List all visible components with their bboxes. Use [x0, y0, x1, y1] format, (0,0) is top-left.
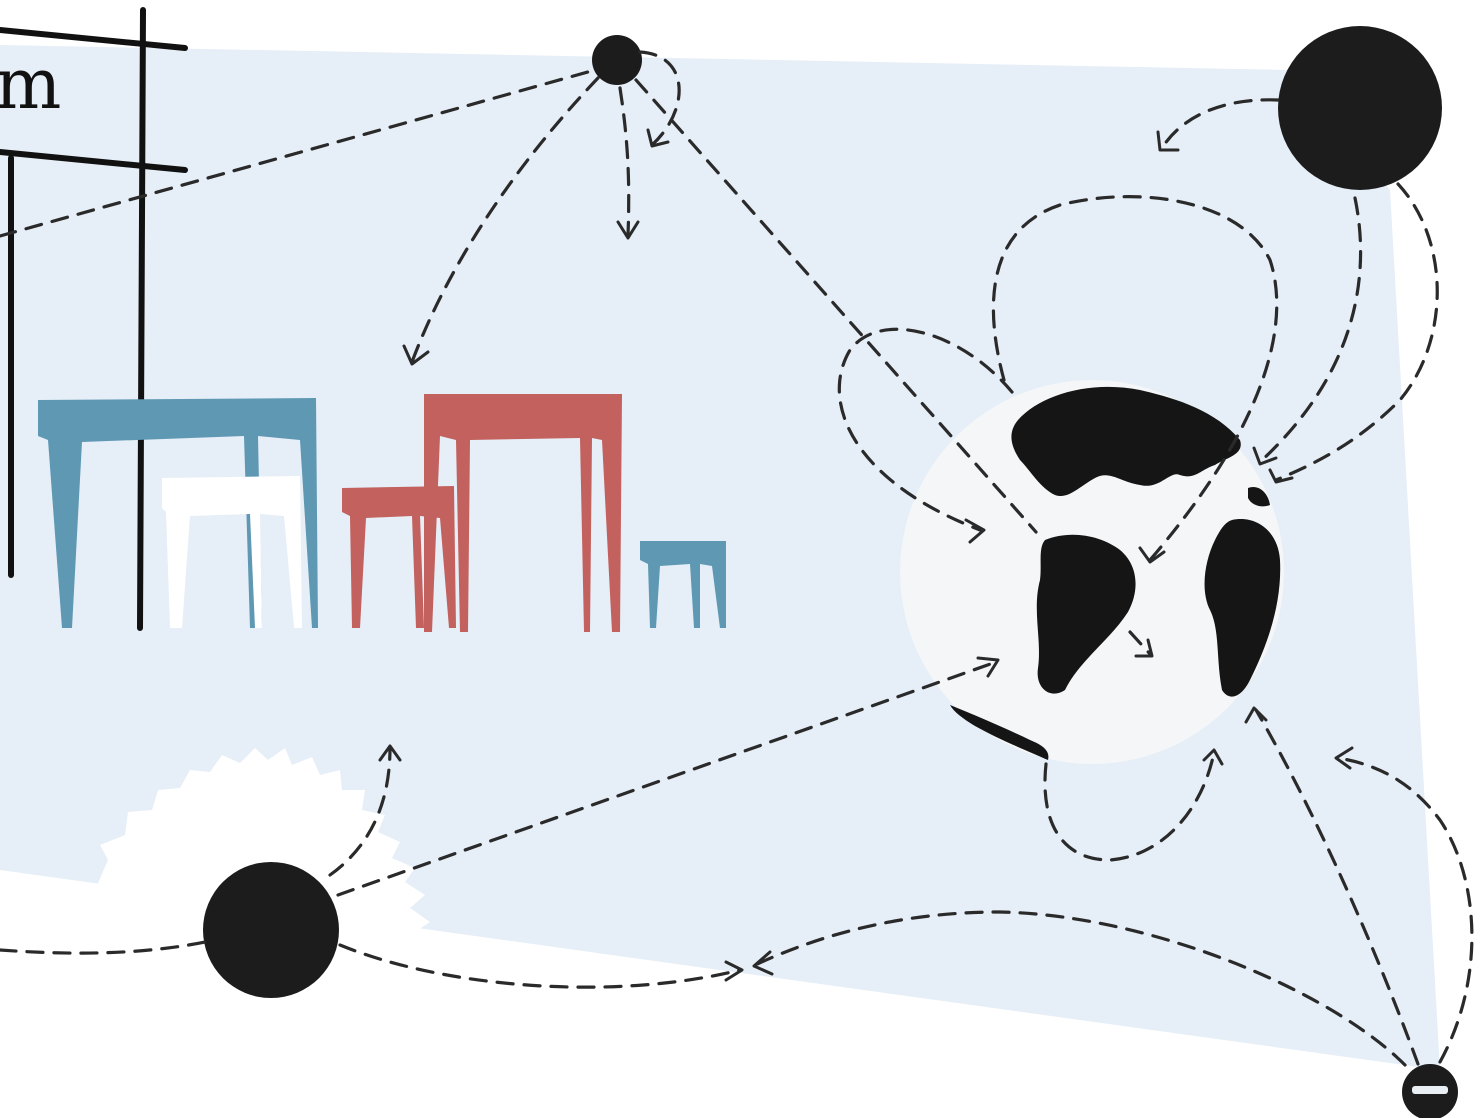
- table-icon: [38, 398, 318, 628]
- sign-frame: m: [0, 7, 188, 631]
- stool-icon: [162, 476, 302, 628]
- stool-icon: [640, 541, 726, 628]
- sign-letter: m: [0, 43, 61, 125]
- node-dot-mark: [1412, 1086, 1448, 1094]
- node-dot: [203, 862, 339, 998]
- starburst-shape: [95, 748, 430, 975]
- arrow-icon: [378, 128, 1354, 982]
- stool-icon: [342, 486, 456, 628]
- globe-icon: [900, 380, 1284, 764]
- connection-paths: [0, 50, 1474, 1067]
- node-dot: [1278, 26, 1442, 190]
- table-icon: [424, 394, 622, 632]
- node-dot: [592, 35, 642, 85]
